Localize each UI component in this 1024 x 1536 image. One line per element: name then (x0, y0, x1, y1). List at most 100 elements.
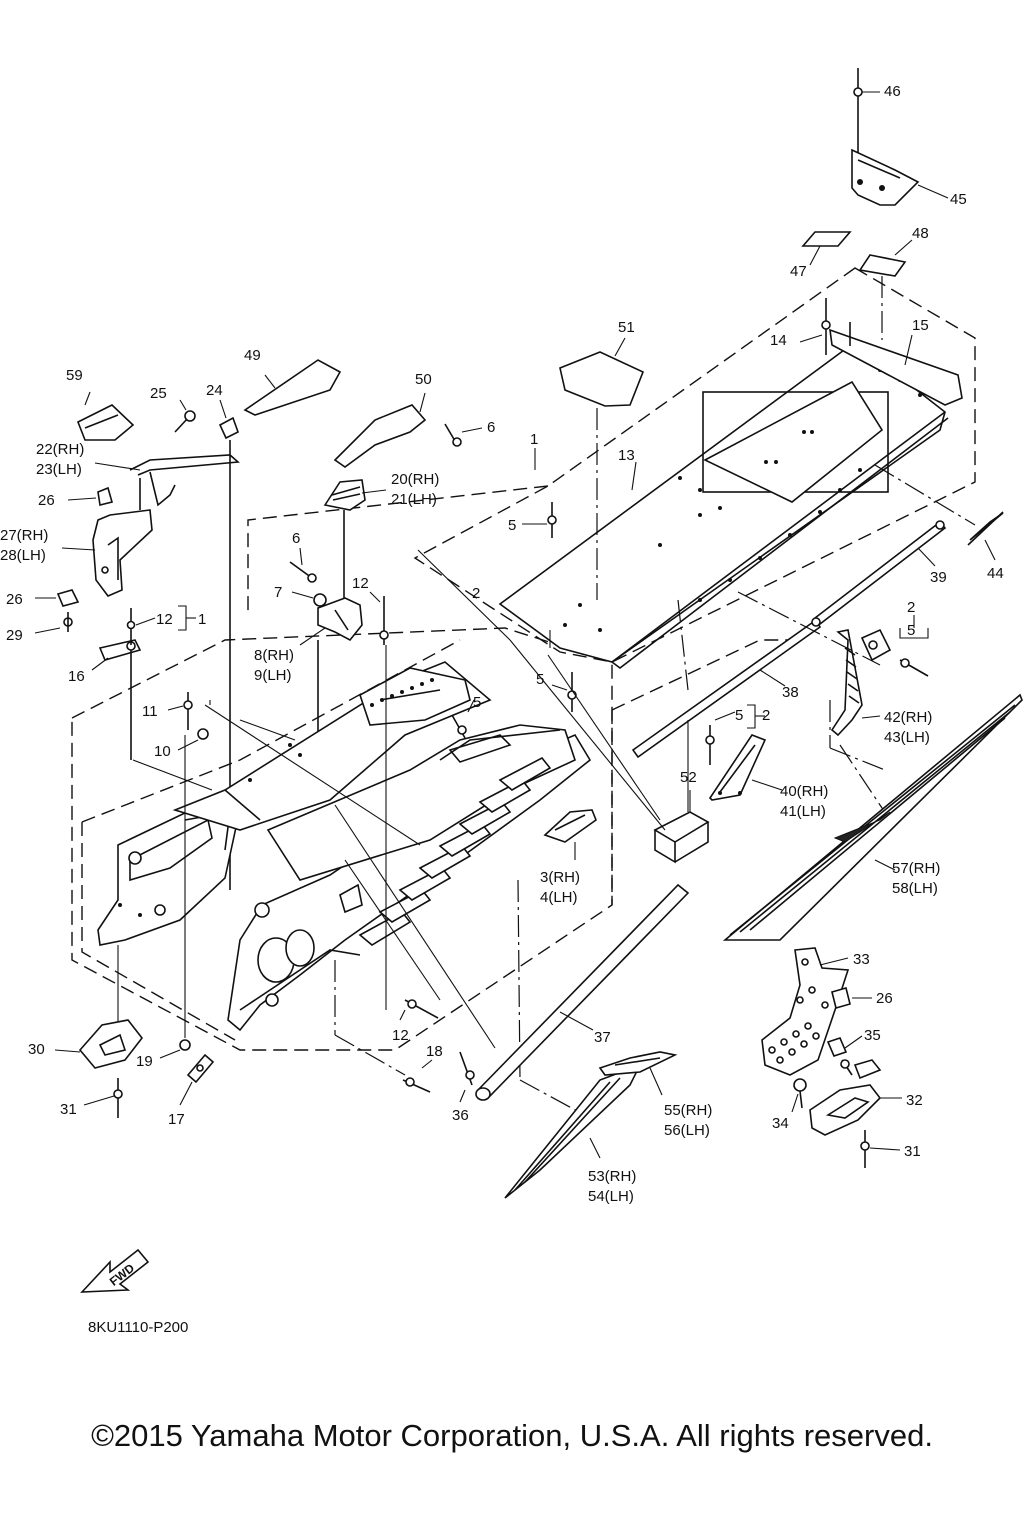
callout-10: 10 (154, 743, 171, 760)
callout-5: 5 (473, 694, 481, 711)
callout-57-rh: 57(RH) (892, 860, 940, 877)
shield-20-21 (323, 479, 387, 600)
bolt-10 (177, 728, 209, 751)
tunnel-13 (498, 340, 949, 670)
callout-9-lh: 9(LH) (254, 667, 292, 684)
brace-22-23 (94, 454, 240, 510)
callout-26: 26 (876, 990, 893, 1007)
callout-3-rh: 3(RH) (540, 869, 580, 886)
callout-11: 11 (142, 703, 158, 720)
rivet-18 (402, 1059, 433, 1093)
callout-31: 31 (60, 1101, 77, 1118)
callout-5: 5 (907, 622, 915, 639)
main-frame-2 (172, 661, 492, 831)
frame-cutouts (358, 756, 552, 946)
rivet-12-low (399, 999, 439, 1021)
rear-bracket-45 (851, 148, 949, 206)
callout-41-lh: 41(LH) (780, 803, 826, 820)
callout-24: 24 (206, 382, 223, 399)
rivet-12-mid (369, 591, 389, 645)
callout-59: 59 (66, 367, 83, 384)
strap-42-43 (830, 615, 929, 737)
decal-44 (874, 464, 1004, 561)
callout-2: 2 (762, 707, 770, 724)
front-frame (97, 799, 239, 946)
clip-26-top (67, 486, 113, 506)
copyright-notice: ©2015 Yamaha Motor Corporation, U.S.A. A… (91, 1418, 933, 1453)
rivet-35-bolt (840, 1059, 853, 1076)
callout-21-lh: 21(LH) (391, 491, 437, 508)
callout-58-lh: 58(LH) (892, 880, 938, 897)
callout-22-rh: 22(RH) (36, 441, 84, 458)
callout-36: 36 (452, 1107, 469, 1124)
callout-32: 32 (906, 1092, 923, 1109)
callout-33: 33 (853, 951, 870, 968)
callout-12: 12 (156, 611, 173, 628)
bracket-3-4 (543, 809, 597, 860)
label-47 (801, 231, 852, 266)
side-panel-57-58 (722, 693, 1023, 941)
callout-15: 15 (912, 317, 929, 334)
trim-55-56 (598, 1051, 678, 1096)
callout-48: 48 (912, 225, 929, 242)
rivet-5-mid (451, 699, 475, 739)
callout-19: 19 (136, 1053, 153, 1070)
callout-49: 49 (244, 347, 261, 364)
label-48 (858, 239, 913, 340)
callout-27-rh: 27(RH) (0, 527, 48, 544)
bracket-27-28 (61, 509, 153, 597)
callout-35: 35 (864, 1027, 881, 1044)
clip-40-41 (708, 734, 783, 801)
rivet-11 (167, 692, 193, 730)
rear-bar-15 (829, 322, 963, 406)
assembly-boundary-1 (247, 267, 976, 663)
rivet-5-right (705, 704, 765, 765)
side-frame-rh (227, 724, 592, 1032)
callout-2: 2 (907, 599, 915, 616)
frame-holes (248, 678, 434, 782)
callout-20-rh: 20(RH) (391, 471, 439, 488)
plate-52 (653, 790, 710, 864)
tube-37 (475, 883, 690, 1101)
bolt-19 (159, 1039, 191, 1059)
callout-26: 26 (6, 591, 23, 608)
callout-5: 5 (536, 671, 544, 688)
step-bracket-33 (761, 947, 850, 1076)
footrest-32 (809, 1084, 902, 1136)
callout-54-lh: 54(LH) (588, 1188, 634, 1205)
callout-52: 52 (680, 769, 697, 786)
rail-39 (813, 520, 947, 626)
callout-12: 12 (392, 1027, 409, 1044)
callout-53-rh: 53(RH) (588, 1168, 636, 1185)
callout-6: 6 (292, 530, 300, 547)
callout-34: 34 (772, 1115, 789, 1132)
clip-35 (826, 1035, 882, 1080)
callout-50: 50 (415, 371, 432, 388)
rivet-31-left (83, 1078, 123, 1118)
rivet-31-right (860, 1130, 901, 1168)
callout-17: 17 (168, 1111, 185, 1128)
callout-25: 25 (150, 385, 167, 402)
callout-1: 1 (198, 611, 206, 628)
callout-7: 7 (274, 584, 282, 601)
diagram-code: 8KU1110-P200 (88, 1319, 189, 1336)
callout-5: 5 (508, 517, 516, 534)
callout-40-rh: 40(RH) (780, 783, 828, 800)
step-holes (768, 958, 829, 1064)
callout-14: 14 (770, 332, 787, 349)
callout-6: 6 (487, 419, 495, 436)
callout-38: 38 (782, 684, 799, 701)
footrest-30 (54, 1019, 144, 1069)
bolt-34 (791, 1078, 807, 1113)
callout-8-rh: 8(RH) (254, 647, 294, 664)
clip-26-right (831, 987, 872, 1009)
callout-46: 46 (884, 83, 901, 100)
rivet-12-left (126, 605, 196, 645)
callout-5: 5 (735, 707, 743, 724)
callout-37: 37 (594, 1029, 611, 1046)
callout-28-lh: 28(LH) (0, 547, 46, 564)
callout-29: 29 (6, 627, 23, 644)
side-trim-53-54 (504, 1063, 642, 1199)
